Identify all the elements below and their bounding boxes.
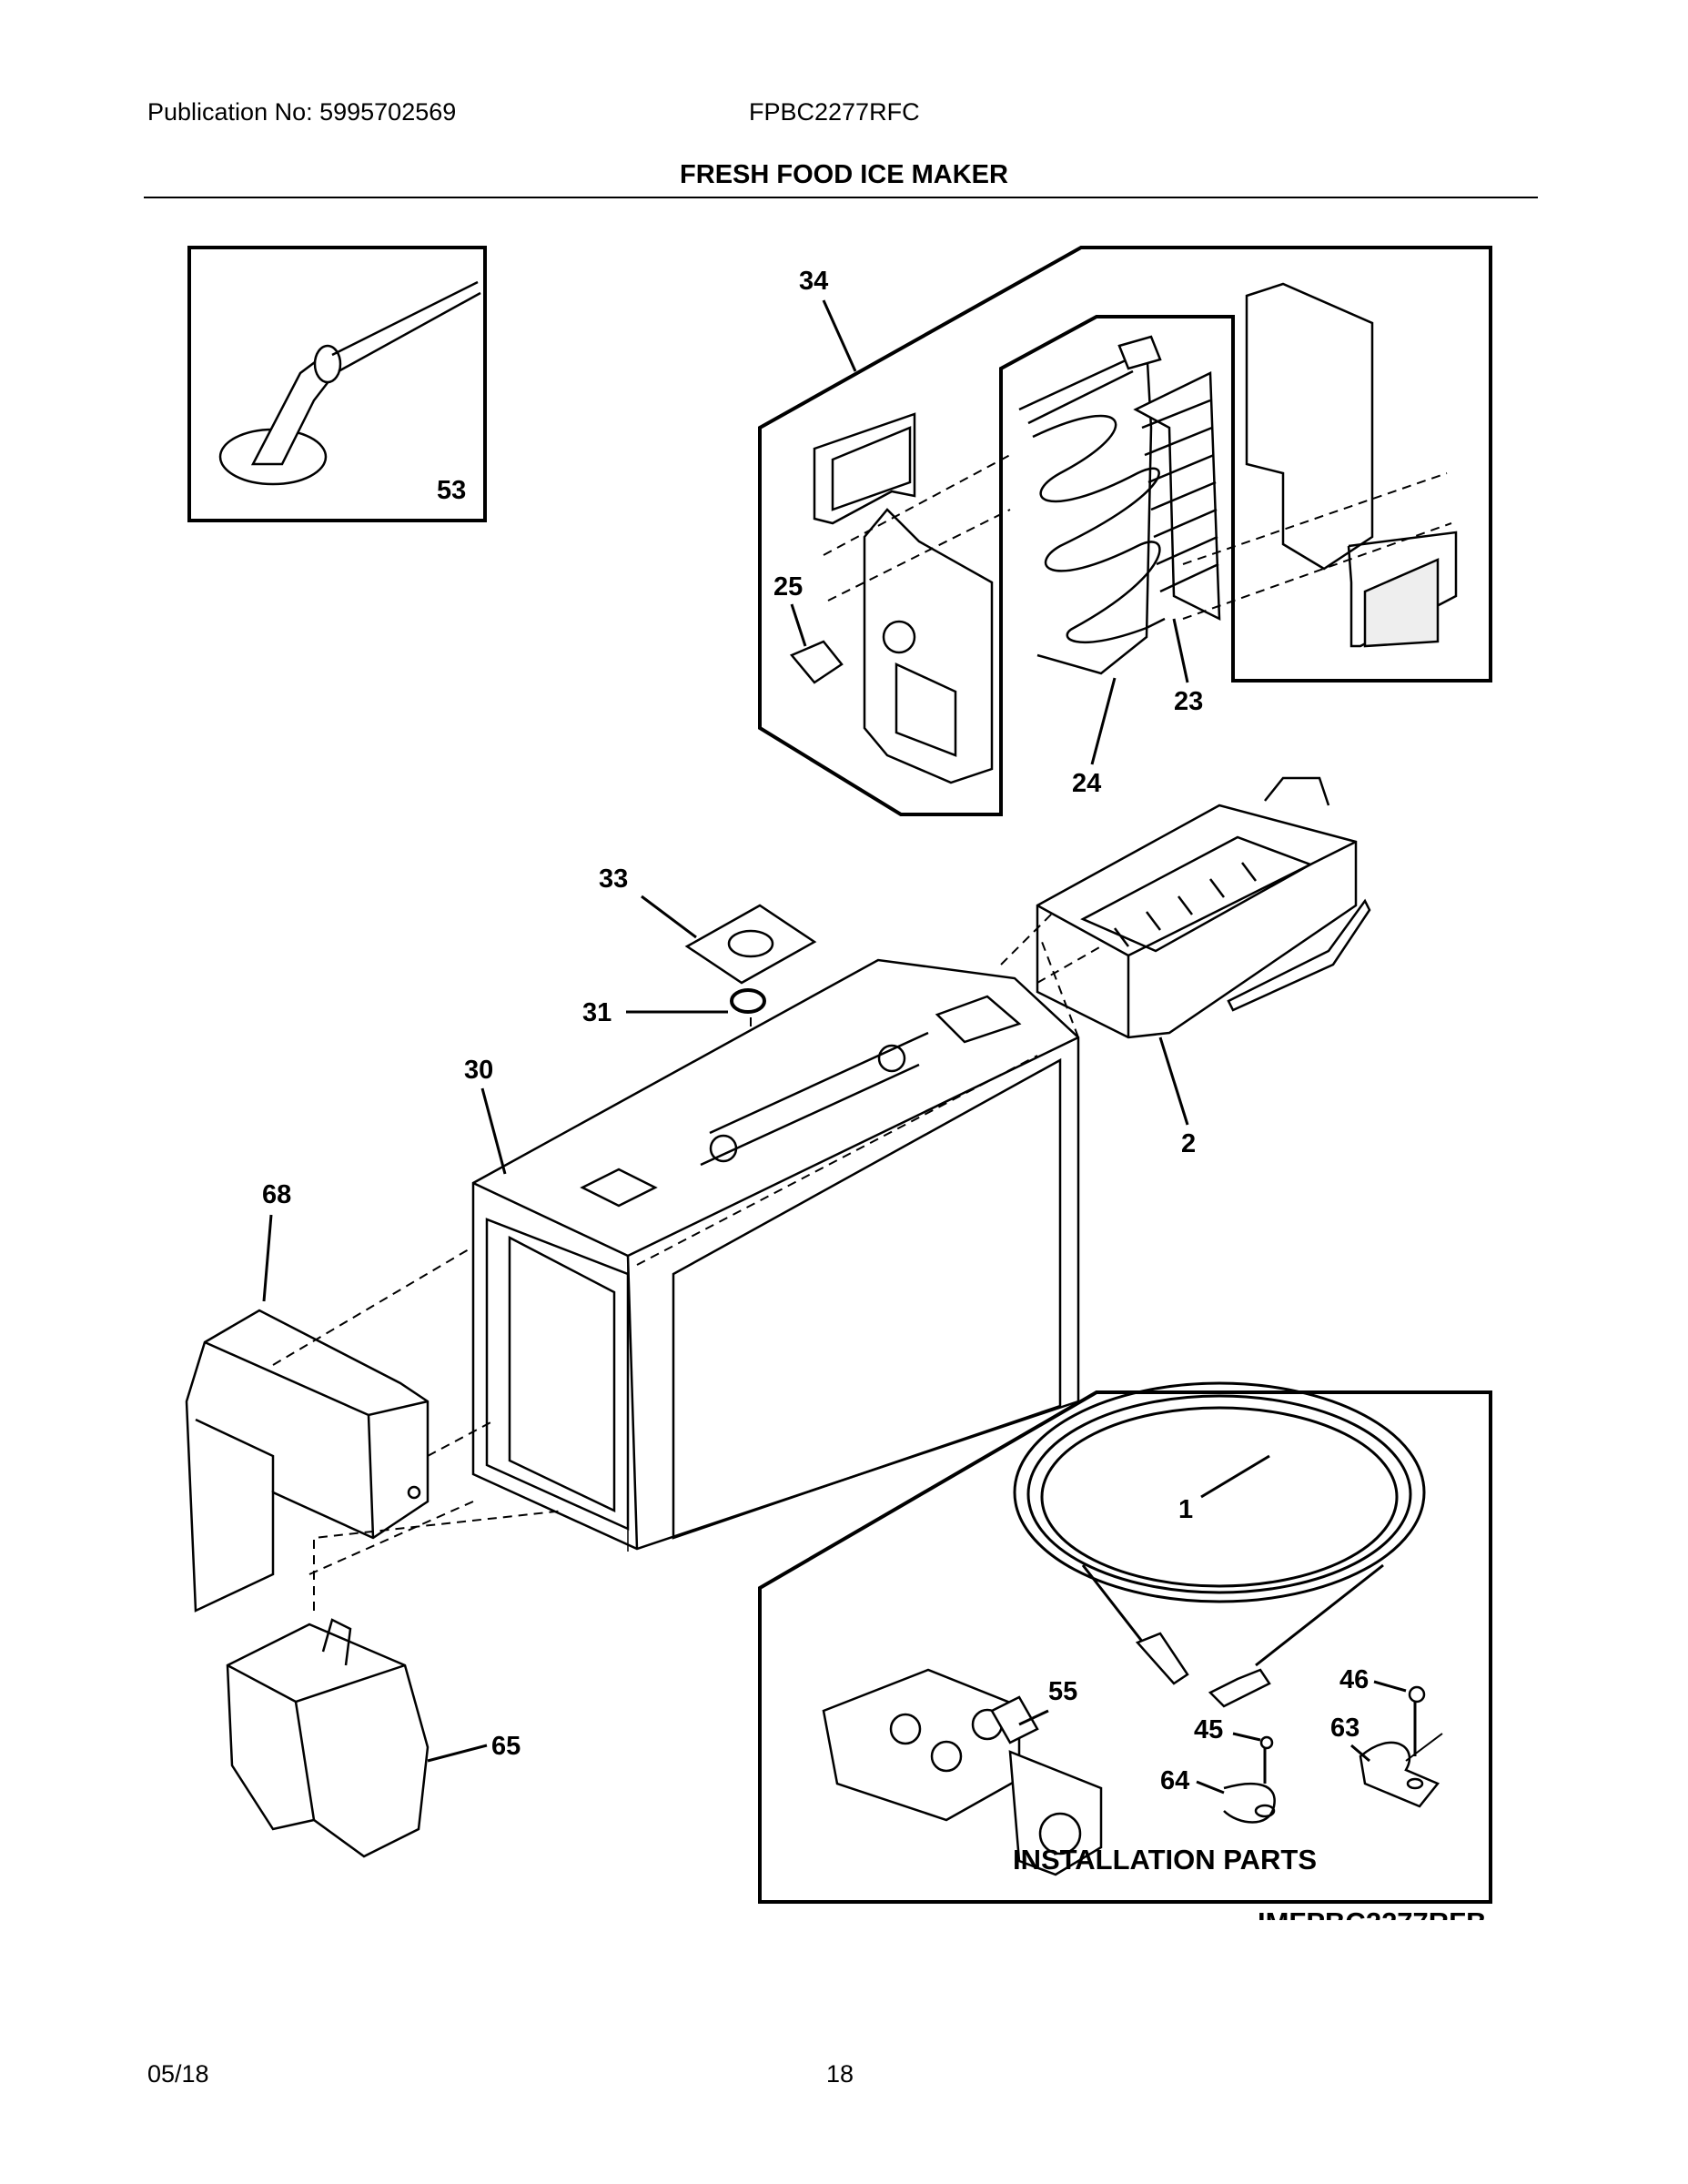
callout-2: 2	[1181, 1129, 1196, 1158]
publication-number: Publication No: 5995702569	[147, 98, 457, 126]
callout-24: 24	[1072, 769, 1101, 798]
callout-25: 25	[773, 572, 803, 602]
publication-date: 05/18	[147, 2060, 209, 2088]
callout-45: 45	[1194, 1715, 1223, 1744]
callout-46: 46	[1339, 1665, 1369, 1694]
installation-parts-box	[758, 1381, 1492, 1904]
callout-64: 64	[1160, 1766, 1189, 1795]
diagram-code: IMFPBC2277RFB	[1258, 1906, 1487, 1938]
inset-53	[187, 246, 487, 522]
callout-63: 63	[1330, 1714, 1359, 1743]
callout-23: 23	[1174, 687, 1203, 716]
chute-cover-68	[185, 1309, 430, 1613]
bin-insert-65	[226, 1618, 430, 1858]
model-number: FPBC2277RFC	[749, 98, 920, 126]
ice-maker-2	[1036, 776, 1371, 1039]
installation-parts-caption: INSTALLATION PARTS	[1013, 1844, 1317, 1876]
callout-53: 53	[437, 476, 466, 505]
callout-1: 1	[1178, 1495, 1193, 1524]
callout-34: 34	[799, 267, 828, 296]
callout-31: 31	[582, 998, 612, 1027]
callout-65: 65	[491, 1732, 521, 1761]
callout-55: 55	[1048, 1677, 1077, 1706]
ice-bin-housing-30	[471, 958, 1080, 1552]
callout-33: 33	[599, 864, 628, 894]
page-number: 18	[826, 2060, 854, 2088]
page-title: FRESH FOOD ICE MAKER	[680, 160, 1008, 189]
callout-30: 30	[464, 1056, 493, 1085]
callout-68: 68	[262, 1180, 291, 1209]
svg-text:IMFPBC2277RFB: IMFPBC2277RFB	[1258, 1906, 1487, 1938]
exploded-parts-diagram: 53 34 25 23 24 2	[185, 246, 1492, 1938]
evaporator-assembly	[758, 246, 1492, 816]
header-rule	[144, 197, 1538, 198]
